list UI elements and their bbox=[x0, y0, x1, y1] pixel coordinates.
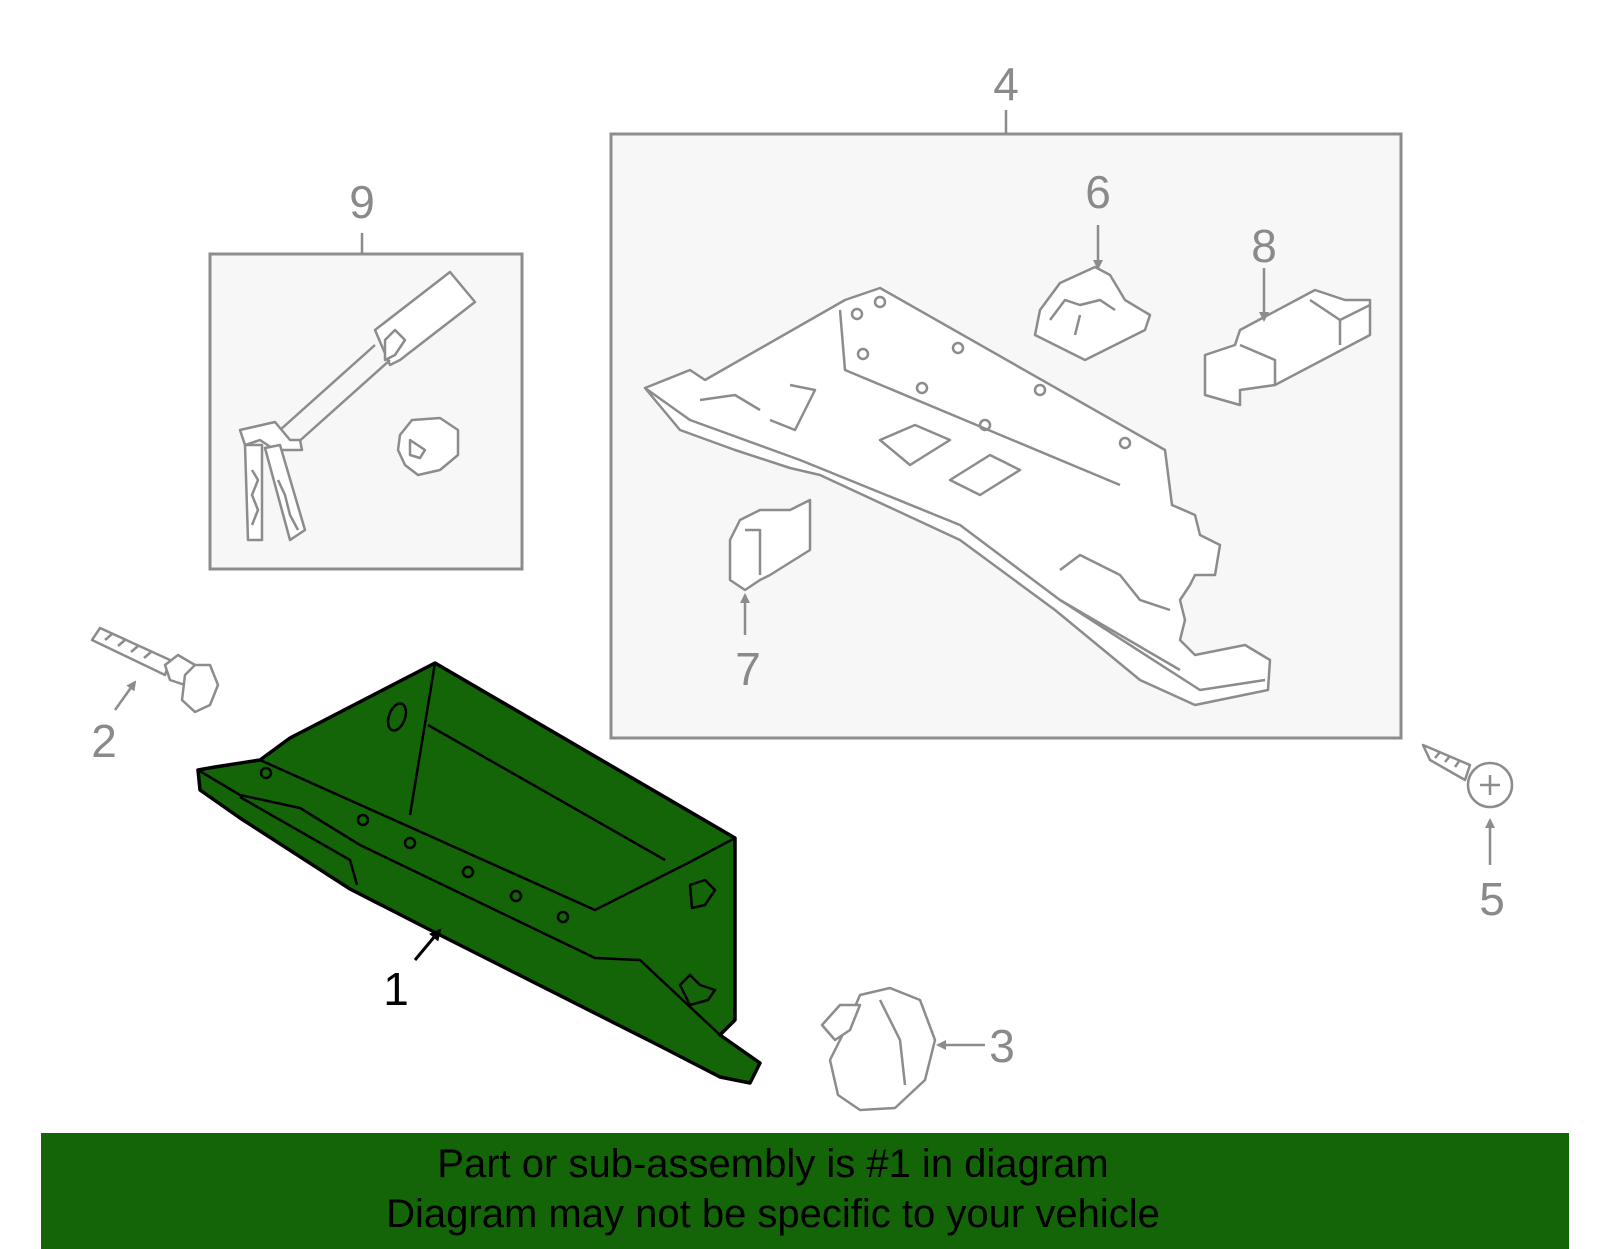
callout-4: 4 bbox=[993, 58, 1019, 110]
callout-1: 1 bbox=[383, 963, 409, 1015]
part-3-bumper: 3 bbox=[820, 986, 1015, 1112]
part-9-lock-and-keys bbox=[238, 270, 477, 542]
banner-line-2: Diagram may not be specific to your vehi… bbox=[386, 1192, 1160, 1236]
info-banner: Part or sub-assembly is #1 in diagram Di… bbox=[41, 1133, 1569, 1249]
part-6-clip: 6 bbox=[1033, 166, 1152, 362]
part-7-latch: 7 bbox=[728, 498, 812, 695]
callout-2: 2 bbox=[91, 715, 117, 767]
part-8-switch: 8 bbox=[1203, 220, 1372, 407]
part-5-screw: 5 bbox=[1421, 743, 1514, 925]
callout-3: 3 bbox=[989, 1020, 1015, 1072]
part-1-glove-box: 1 bbox=[196, 661, 762, 1085]
callout-7: 7 bbox=[735, 643, 761, 695]
banner-line-1: Part or sub-assembly is #1 in diagram bbox=[437, 1142, 1109, 1186]
dash-bracket-part bbox=[643, 286, 1272, 707]
part-2-bolt: 2 bbox=[90, 626, 220, 767]
callout-5: 5 bbox=[1479, 873, 1505, 925]
callout-9: 9 bbox=[349, 176, 375, 228]
callout-8: 8 bbox=[1251, 220, 1277, 272]
callout-6: 6 bbox=[1085, 166, 1111, 218]
